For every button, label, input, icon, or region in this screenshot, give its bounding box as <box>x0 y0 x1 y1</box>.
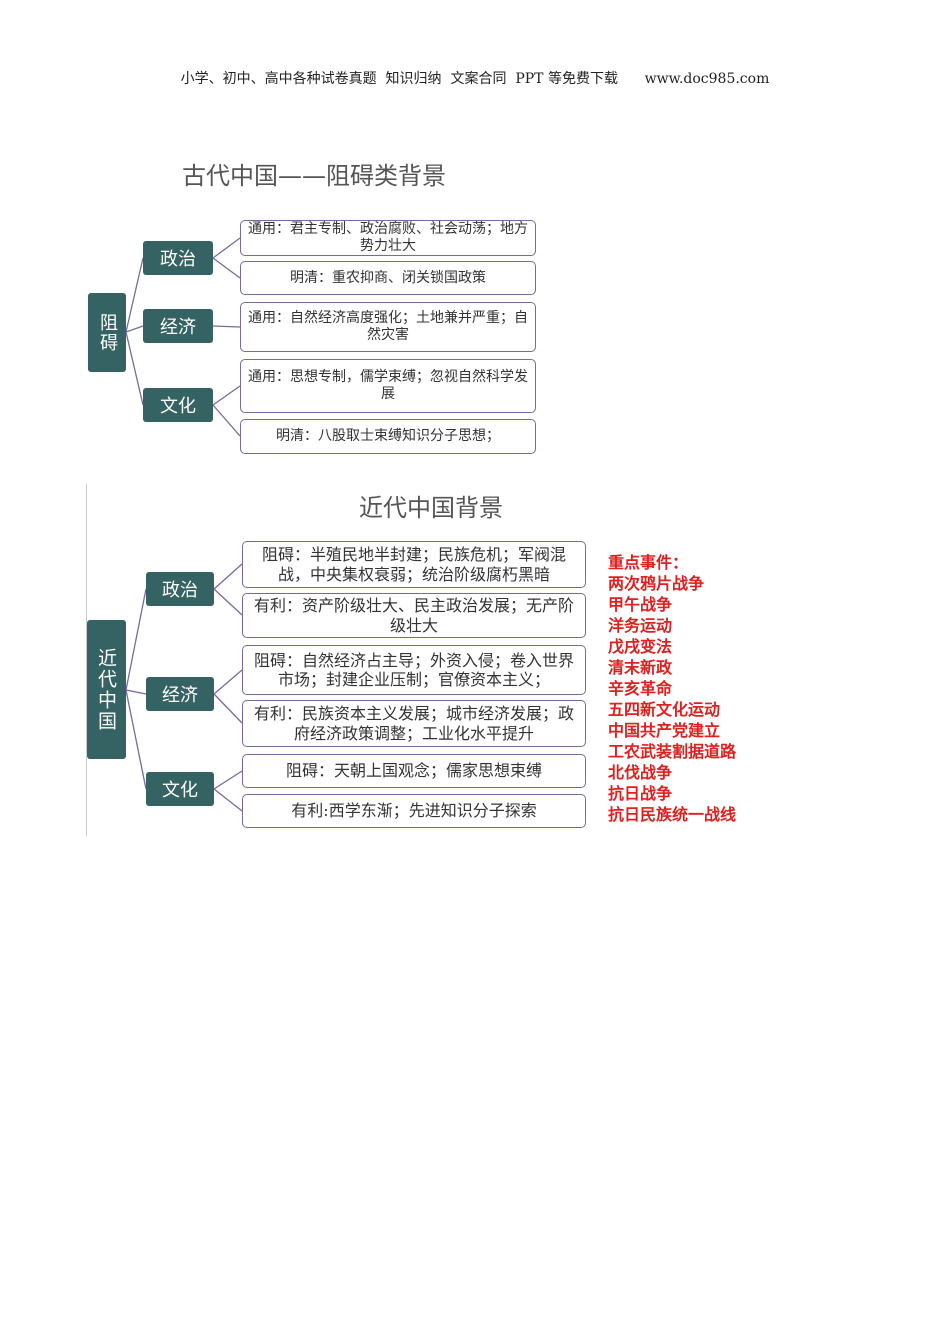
modern-branch-politics: 政治 <box>146 572 214 606</box>
event-item: 两次鸦片战争 <box>608 574 705 593</box>
ancient-leaf: 通用：思想专制，儒学束缚；忽视自然科学发展 <box>240 359 536 413</box>
key-events-label: 重点事件： <box>608 553 689 572</box>
modern-title: 近代中国背景 <box>359 494 503 522</box>
modern-root-node: 近代中国 <box>87 620 126 759</box>
event-item: 抗日战争 <box>608 784 673 803</box>
ancient-leaf: 明清：重农抑商、闭关锁国政策 <box>240 261 536 295</box>
modern-leaf: 有利:西学东渐；先进知识分子探索 <box>242 794 586 828</box>
event-item: 洋务运动 <box>608 616 673 635</box>
ancient-title: 古代中国——阻碍类背景 <box>182 162 446 190</box>
event-item: 工农武装割据道路 <box>608 742 737 761</box>
divider-line <box>86 484 87 836</box>
ancient-leaf: 明清：八股取士束缚知识分子思想； <box>240 419 536 454</box>
modern-leaf: 阻碍：天朝上国观念；儒家思想束缚 <box>242 754 586 788</box>
ancient-branch-politics: 政治 <box>143 241 213 275</box>
event-item: 五四新文化运动 <box>608 700 721 719</box>
ancient-branch-economy: 经济 <box>143 309 213 343</box>
event-item: 北伐战争 <box>608 763 673 782</box>
page-header: 小学、初中、高中各种试卷真题 知识归纳 文案合同 PPT 等免费下载 www.d… <box>180 71 770 87</box>
event-item: 清末新政 <box>608 658 673 677</box>
modern-leaf: 有利：民族资本主义发展；城市经济发展；政府经济政策调整；工业化水平提升 <box>242 700 586 747</box>
modern-branch-economy: 经济 <box>146 677 214 711</box>
modern-leaf: 阻碍：自然经济占主导；外资入侵；卷入世界市场；封建企业压制；官僚资本主义； <box>242 645 586 695</box>
event-item: 戊戌变法 <box>608 637 673 656</box>
ancient-leaf: 通用：君主专制、政治腐败、社会动荡；地方势力壮大 <box>240 220 536 256</box>
event-item: 甲午战争 <box>608 595 673 614</box>
connector-lines <box>125 237 243 812</box>
modern-leaf: 有利：资产阶级壮大、民主政治发展；无产阶级壮大 <box>242 593 586 638</box>
ancient-leaf: 通用：自然经济高度强化；土地兼并严重；自然灾害 <box>240 302 536 352</box>
modern-branch-culture: 文化 <box>146 772 214 806</box>
modern-leaf: 阻碍：半殖民地半封建；民族危机；军阀混战，中央集权衰弱；统治阶级腐朽黑暗 <box>242 541 586 588</box>
ancient-root-node: 阻碍 <box>88 293 126 372</box>
event-item: 中国共产党建立 <box>608 721 721 740</box>
key-events-list: 重点事件： 两次鸦片战争 甲午战争 洋务运动 戊戌变法 清末新政 辛亥革命 五四… <box>608 552 736 825</box>
event-item: 辛亥革命 <box>608 679 673 698</box>
ancient-branch-culture: 文化 <box>143 388 213 422</box>
event-item: 抗日民族统一战线 <box>608 805 737 824</box>
